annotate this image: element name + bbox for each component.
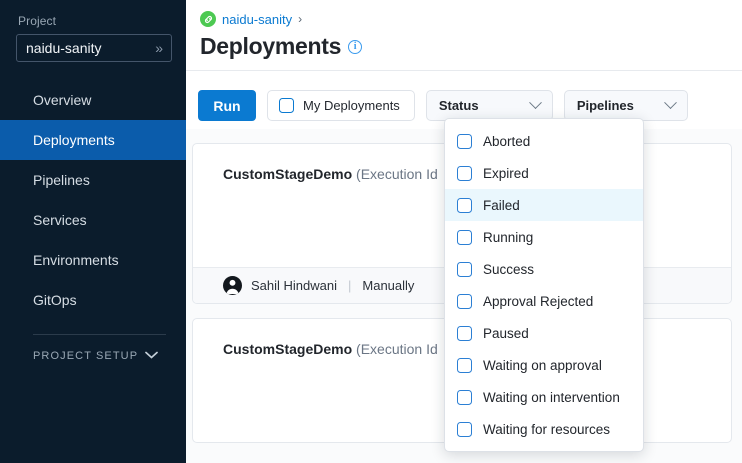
sidebar-section-label: PROJECT SETUP (33, 350, 139, 362)
execution-title: CustomStageDemo (Execution Id (223, 341, 731, 357)
sidebar-item-label: Pipelines (33, 172, 90, 188)
execution-user: Sahil Hindwani (251, 278, 337, 293)
footer-divider: | (348, 278, 352, 293)
sidebar-item-services[interactable]: Services (0, 200, 186, 240)
sidebar-divider (33, 334, 166, 335)
status-option-label: Aborted (483, 133, 531, 149)
sidebar-item-gitops[interactable]: GitOps (0, 280, 186, 320)
status-option-approval-rejected[interactable]: Approval Rejected (445, 285, 643, 317)
breadcrumb-separator-icon: › (298, 12, 303, 26)
status-option-label: Paused (483, 325, 529, 341)
sidebar-item-environments[interactable]: Environments (0, 240, 186, 280)
execution-id-text: (Execution Id (356, 341, 438, 357)
status-option-label: Success (483, 261, 535, 277)
status-option-aborted[interactable]: Aborted (445, 125, 643, 157)
status-option-waiting-on-approval[interactable]: Waiting on approval (445, 349, 643, 381)
chevron-down-icon (663, 96, 677, 110)
status-option-checkbox[interactable] (457, 389, 472, 405)
status-option-checkbox[interactable] (457, 421, 472, 437)
status-filter-dropdown[interactable]: Status (425, 90, 553, 121)
status-option-checkbox[interactable] (457, 261, 472, 277)
status-option-paused[interactable]: Paused (445, 317, 643, 349)
page-header: naidu-sanity › Deployments i (186, 0, 742, 71)
status-option-label: Approval Rejected (483, 293, 594, 309)
run-button[interactable]: Run (198, 90, 256, 121)
sidebar-item-label: Services (33, 212, 87, 228)
info-icon[interactable]: i (348, 39, 363, 54)
avatar (223, 276, 242, 295)
double-chevron-right-icon: » (155, 40, 163, 56)
breadcrumb-link-project[interactable]: naidu-sanity (222, 11, 293, 27)
project-label: Project (18, 14, 57, 28)
status-option-checkbox[interactable] (457, 133, 472, 149)
status-option-checkbox[interactable] (457, 229, 472, 245)
status-option-waiting-on-intervention[interactable]: Waiting on intervention (445, 381, 643, 413)
status-option-checkbox[interactable] (457, 197, 472, 213)
status-option-checkbox[interactable] (457, 165, 472, 181)
status-option-checkbox[interactable] (457, 293, 472, 309)
sidebar-item-label: GitOps (33, 292, 77, 308)
pipelines-filter-dropdown[interactable]: Pipelines (563, 90, 688, 121)
my-deployments-label: My Deployments (303, 98, 400, 113)
status-option-failed[interactable]: Failed (445, 189, 643, 221)
status-option-label: Expired (483, 165, 529, 181)
status-option-checkbox[interactable] (457, 325, 472, 341)
status-option-label: Waiting on approval (483, 357, 602, 373)
execution-card-body: CustomStageDemo (Execution Id (193, 319, 731, 442)
page-title: Deployments (200, 33, 342, 59)
chevron-down-icon (528, 96, 542, 110)
sidebar-item-label: Deployments (33, 132, 115, 148)
sidebar-item-overview[interactable]: Overview (0, 80, 186, 120)
execution-name: CustomStageDemo (223, 341, 353, 357)
pipelines-filter-label: Pipelines (576, 98, 634, 113)
sidebar-section-project-setup[interactable]: PROJECT SETUP (0, 335, 186, 377)
breadcrumb: naidu-sanity › (200, 8, 742, 30)
status-option-label: Running (483, 229, 534, 245)
project-selector[interactable]: naidu-sanity » (16, 34, 172, 62)
execution-card-body: CustomStageDemo (Execution Id (193, 144, 731, 267)
sidebar-item-label: Environments (33, 252, 119, 268)
status-option-running[interactable]: Running (445, 221, 643, 253)
status-option-label: Waiting for resources (483, 421, 611, 437)
status-option-expired[interactable]: Expired (445, 157, 643, 189)
status-option-label: Waiting on intervention (483, 389, 620, 405)
my-deployments-filter[interactable]: My Deployments (267, 90, 415, 121)
execution-title: CustomStageDemo (Execution Id (223, 166, 731, 182)
title-row: Deployments i (200, 33, 742, 60)
status-filter-label: Status (438, 98, 479, 113)
status-option-waiting-for-resources[interactable]: Waiting for resources (445, 413, 643, 445)
status-option-success[interactable]: Success (445, 253, 643, 285)
sidebar-item-deployments[interactable]: Deployments (0, 120, 186, 160)
execution-id-text: (Execution Id (356, 166, 438, 182)
project-link-icon (200, 11, 216, 27)
sidebar: Project naidu-sanity » Overview Deployme… (0, 0, 186, 463)
project-selector-value: naidu-sanity (26, 40, 102, 56)
sidebar-item-label: Overview (33, 92, 92, 108)
status-option-label: Failed (483, 197, 520, 213)
status-option-checkbox[interactable] (457, 357, 472, 373)
chevron-down-icon (145, 350, 158, 362)
sidebar-item-pipelines[interactable]: Pipelines (0, 160, 186, 200)
sidebar-nav: Overview Deployments Pipelines Services … (0, 80, 186, 320)
execution-name: CustomStageDemo (223, 166, 353, 182)
execution-trigger: Manually (362, 278, 415, 293)
my-deployments-checkbox[interactable] (279, 98, 294, 113)
